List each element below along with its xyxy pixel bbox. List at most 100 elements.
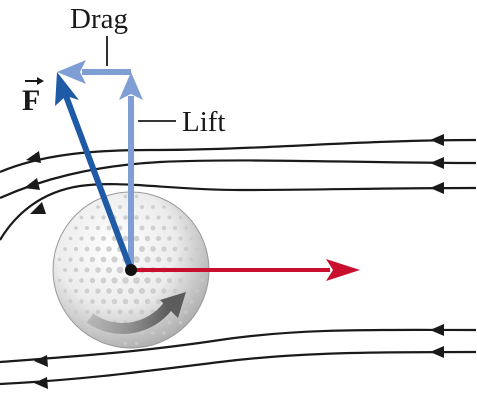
dimple	[73, 246, 79, 252]
dimple	[184, 310, 188, 314]
dimple	[172, 225, 178, 231]
dimple	[144, 256, 151, 263]
streamline-1	[0, 138, 477, 174]
dimple	[122, 235, 129, 242]
dimple	[134, 194, 139, 199]
dimple	[100, 298, 107, 305]
dimple	[90, 215, 95, 220]
label-leaders	[106, 36, 176, 122]
spin-arrowhead-icon	[160, 292, 186, 318]
dimple	[79, 257, 84, 262]
dimple	[167, 320, 172, 325]
dimple	[155, 256, 162, 263]
dimple	[139, 309, 145, 315]
dimple	[167, 215, 172, 220]
dimple	[111, 298, 118, 305]
dimple	[178, 257, 183, 262]
dimple	[150, 246, 156, 252]
dimple	[162, 331, 166, 335]
dimple	[178, 320, 183, 325]
dimple	[144, 298, 151, 305]
dimple	[84, 246, 90, 252]
dimple	[156, 215, 161, 220]
dimple	[150, 288, 156, 294]
spin-arrow-icon	[86, 302, 173, 334]
flow-arrowhead-icon	[430, 134, 444, 146]
dimple	[117, 288, 123, 294]
dimple	[74, 226, 78, 230]
dimple	[145, 215, 150, 220]
flow-arrowhead-icon	[30, 202, 46, 214]
dimple	[73, 267, 79, 273]
dimple	[178, 278, 183, 283]
dimple	[144, 277, 151, 284]
dimple	[111, 256, 118, 263]
dimple	[133, 277, 140, 284]
dimple	[68, 236, 73, 241]
dimple	[151, 331, 155, 335]
drag-label: Drag	[70, 3, 128, 35]
dimple	[100, 277, 107, 284]
dimple	[189, 299, 194, 304]
streamline-3	[0, 182, 477, 241]
flow-arrowhead-icon	[26, 151, 41, 163]
dimple	[122, 298, 129, 305]
dimple	[133, 235, 140, 242]
dimple	[101, 215, 106, 220]
dimple	[57, 257, 62, 262]
streamline-4	[0, 328, 477, 364]
dimple	[195, 247, 199, 251]
dimple	[144, 235, 151, 242]
dimple	[189, 257, 194, 262]
streamline-2	[0, 159, 477, 200]
dimple	[116, 266, 124, 274]
dimple	[123, 341, 128, 346]
ball-center-dot	[125, 264, 137, 276]
dimple	[183, 288, 189, 294]
dimple	[150, 225, 156, 231]
dimple	[122, 277, 129, 284]
dimple	[151, 205, 155, 209]
dimple	[74, 310, 78, 314]
flow-arrowhead-icon	[430, 324, 444, 336]
flow-arrowheads	[24, 134, 444, 389]
dimple	[155, 235, 162, 242]
dimple	[79, 215, 84, 220]
dimple	[134, 341, 139, 346]
dimple	[123, 215, 128, 220]
dimple	[200, 278, 205, 283]
dimple	[134, 215, 139, 220]
flow-arrowhead-icon	[34, 355, 48, 367]
red-velocity-arrow	[131, 259, 360, 281]
dimple	[90, 236, 95, 241]
dimple	[68, 299, 73, 304]
dimple	[106, 225, 112, 231]
dimple	[100, 235, 107, 242]
dimple	[167, 236, 172, 241]
dimple	[172, 246, 178, 252]
dimple	[106, 246, 112, 252]
dimple	[84, 309, 90, 315]
dimple	[95, 288, 101, 294]
dimple	[189, 278, 194, 283]
dimple	[178, 215, 183, 220]
dimple	[139, 288, 145, 294]
lift-label: Lift	[182, 106, 226, 138]
dimple	[128, 309, 134, 315]
dimple	[89, 277, 96, 284]
force-label: F	[22, 84, 40, 117]
dimple	[79, 236, 84, 241]
dimple	[200, 257, 205, 262]
dimple	[95, 246, 101, 252]
dimple	[161, 225, 167, 231]
dimple	[57, 278, 62, 283]
dimple	[139, 225, 145, 231]
dimple	[118, 205, 122, 209]
dimple	[178, 236, 183, 241]
dimple	[189, 236, 194, 241]
dimple	[162, 205, 166, 209]
dimple	[127, 287, 135, 295]
dimple	[139, 246, 145, 252]
dimple	[117, 309, 123, 315]
dimple	[63, 289, 67, 293]
